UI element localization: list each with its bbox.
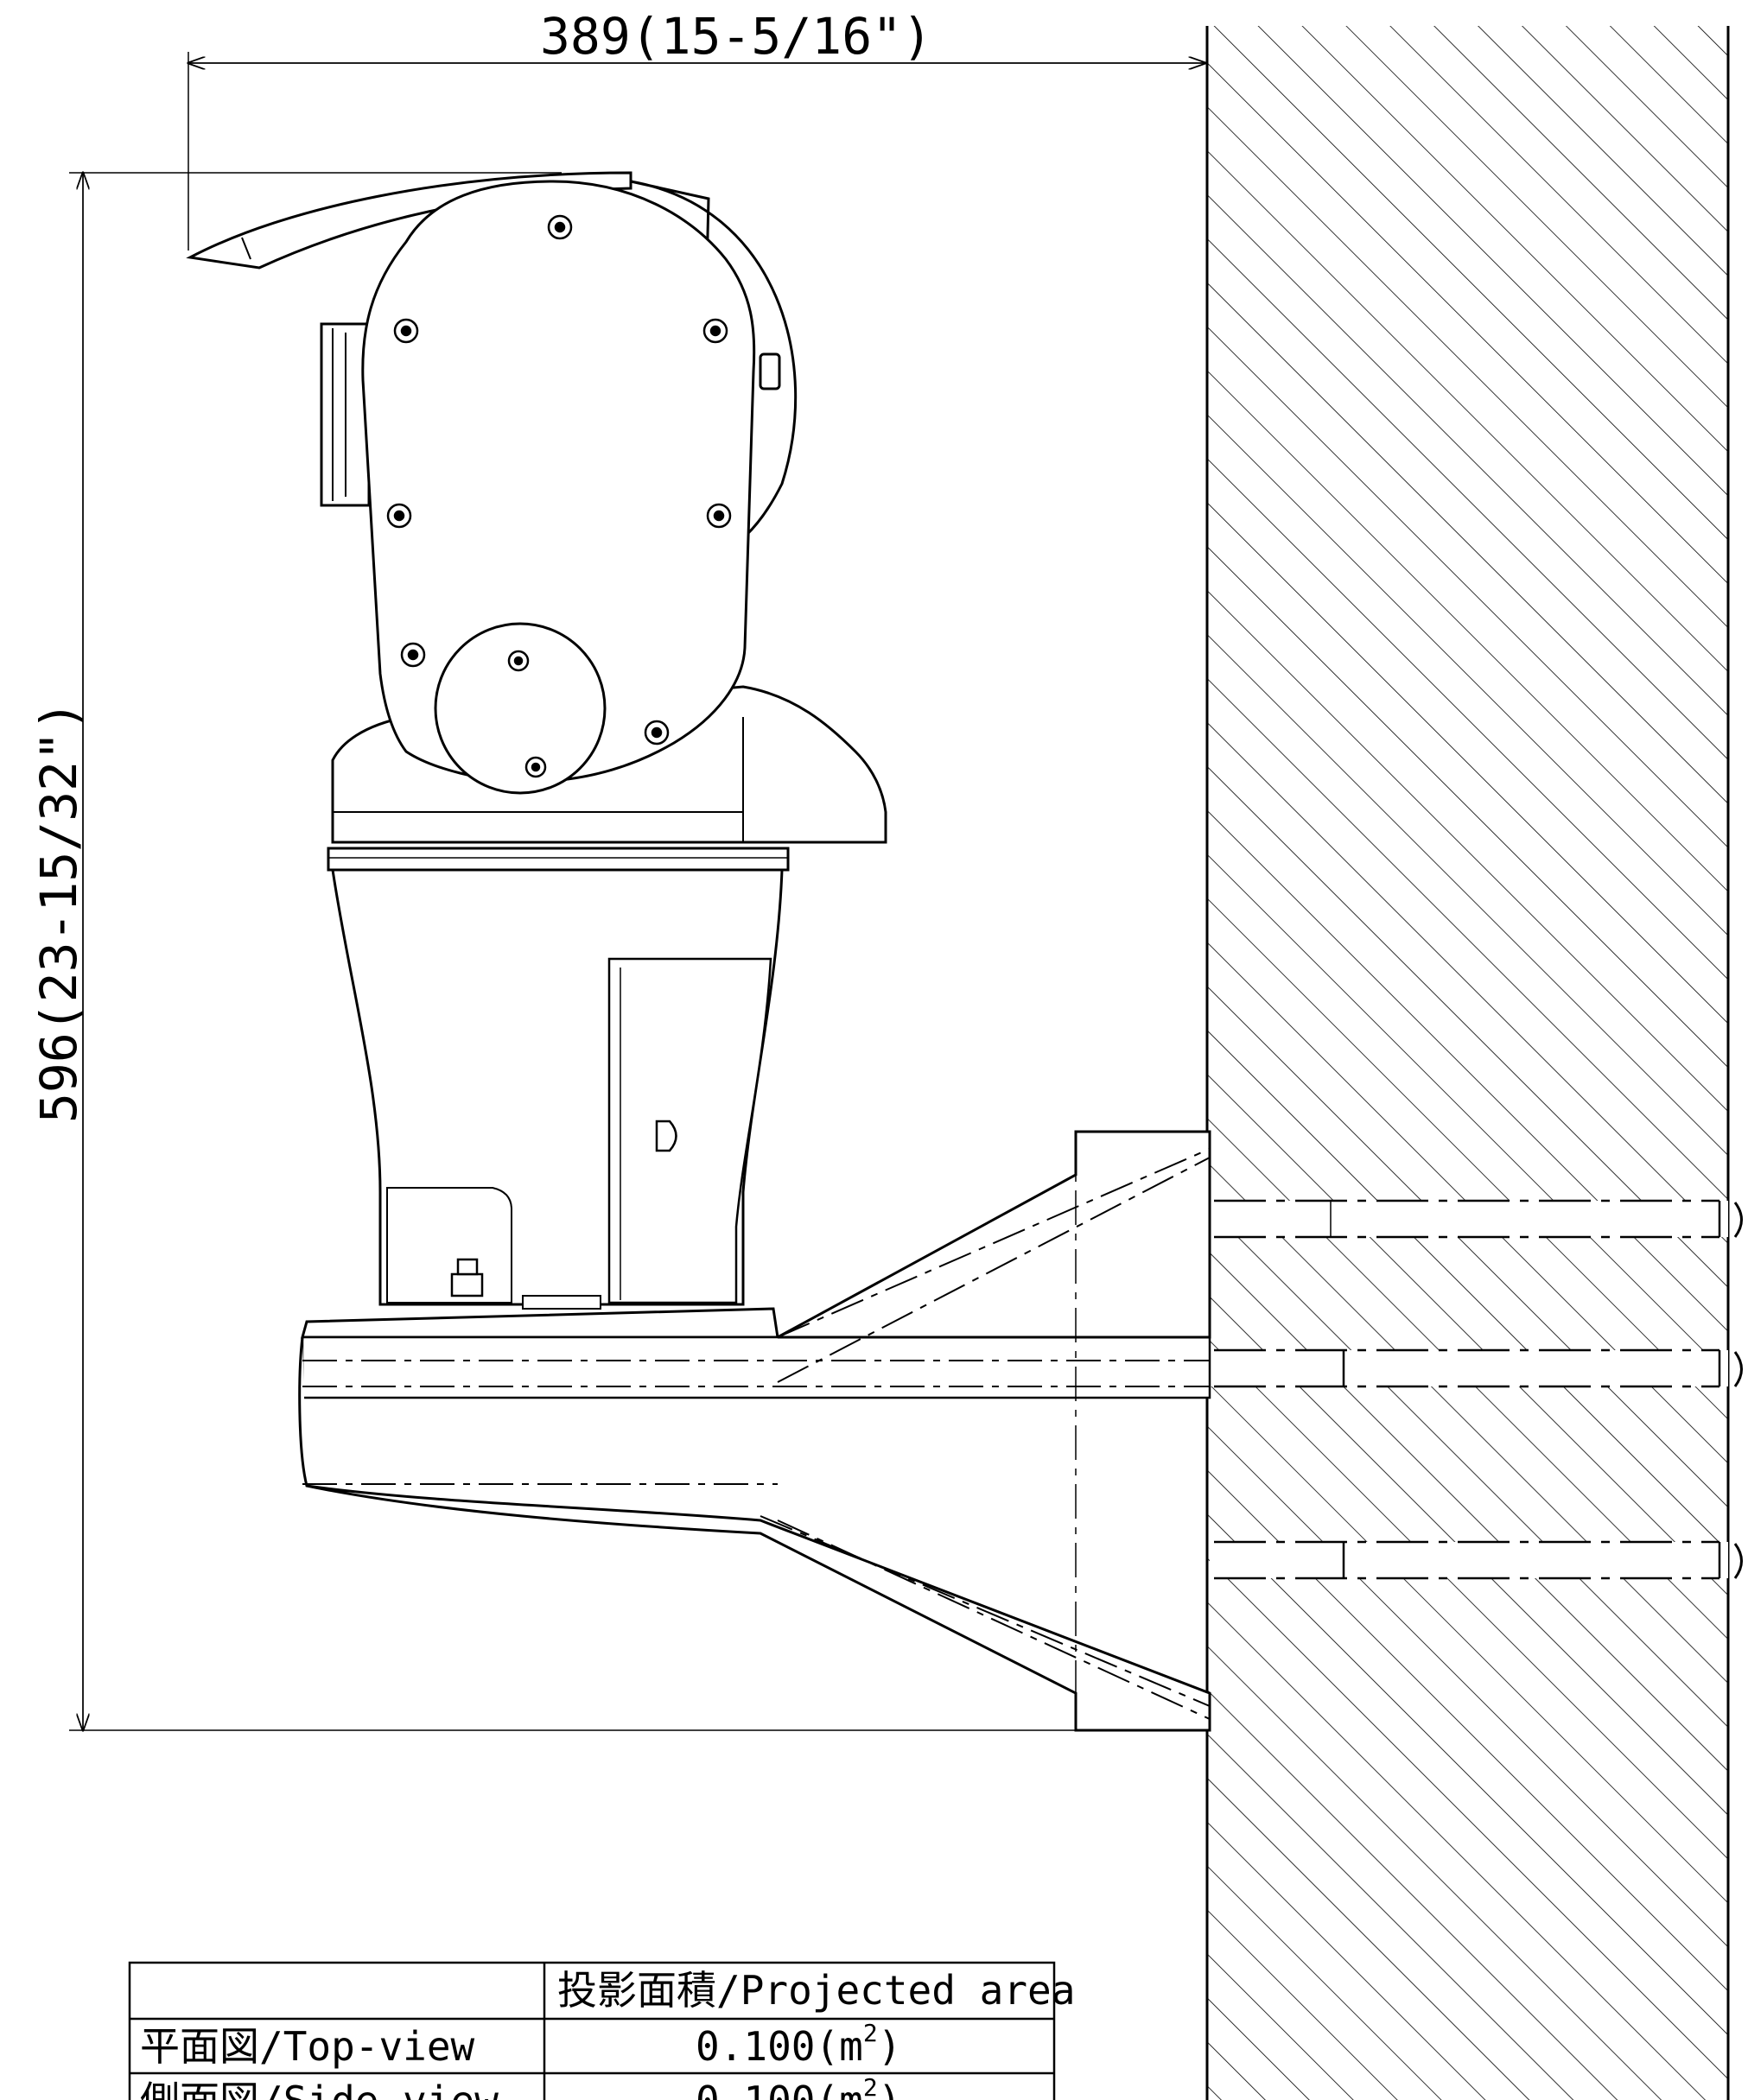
bracket-icon	[298, 1130, 1211, 1732]
row-side-view-label: 側面図/Side-view	[140, 2078, 499, 2100]
height-label: 596(23-15/32")	[29, 701, 88, 1123]
row-side-view-value: 0.100(m2)	[696, 2073, 901, 2100]
projected-area-table: 投影面積/Projected area 平面図/Top-view 0.100(m…	[128, 1961, 1075, 2100]
camera-icon	[186, 171, 887, 844]
width-dimension: 389(15-5/16")	[188, 7, 1205, 251]
row-top-view-value: 0.100(m2)	[696, 2019, 901, 2070]
wall	[1205, 26, 1730, 2100]
width-label: 389(15-5/16")	[540, 7, 932, 66]
screw-icon	[1733, 1202, 1743, 1579]
table-header: 投影面積/Projected area	[557, 1967, 1075, 2014]
camera-screws	[386, 214, 732, 778]
anchor-bolts	[1214, 1199, 1721, 1580]
height-dimension: 596(23-15/32")	[29, 173, 1205, 1730]
pedestal	[327, 847, 790, 1310]
row-top-view-label: 平面図/Top-view	[140, 2023, 475, 2070]
